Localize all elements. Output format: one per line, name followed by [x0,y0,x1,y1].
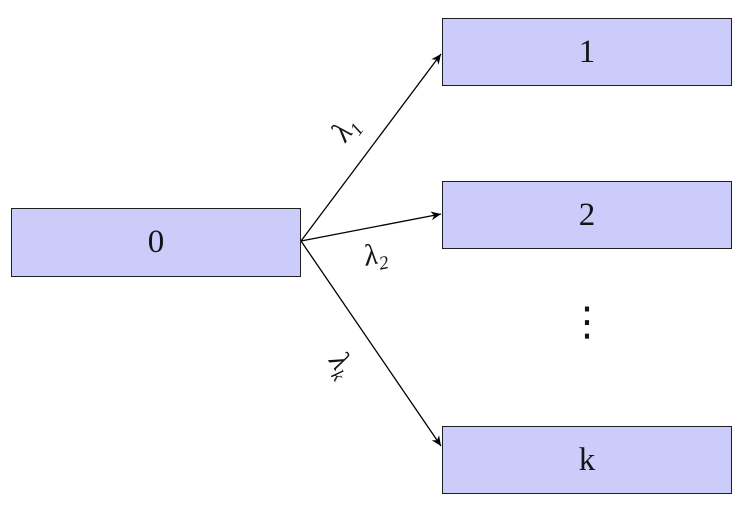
state-node-2: 2 [442,181,732,249]
state-node-1-label: 1 [578,33,596,70]
state-node-0-label: 0 [147,224,165,260]
edge-label-lambda-1: λ1 [325,111,369,150]
edge-arrow-0-to-1 [300,53,442,242]
state-node-1: 1 [442,18,732,86]
state-node-0: 0 [11,208,301,277]
vertical-ellipsis: ⋮ [567,299,607,345]
edge-label-lambda-k: λk [320,346,361,385]
edge-label-lambda-2: λ2 [361,238,391,276]
state-node-k: k [442,426,732,494]
lambda-subscript: 2 [377,252,391,275]
edge-arrow-0-to-2 [300,211,442,242]
state-node-2-label: 2 [578,196,596,233]
state-node-k-label: k [578,441,596,478]
